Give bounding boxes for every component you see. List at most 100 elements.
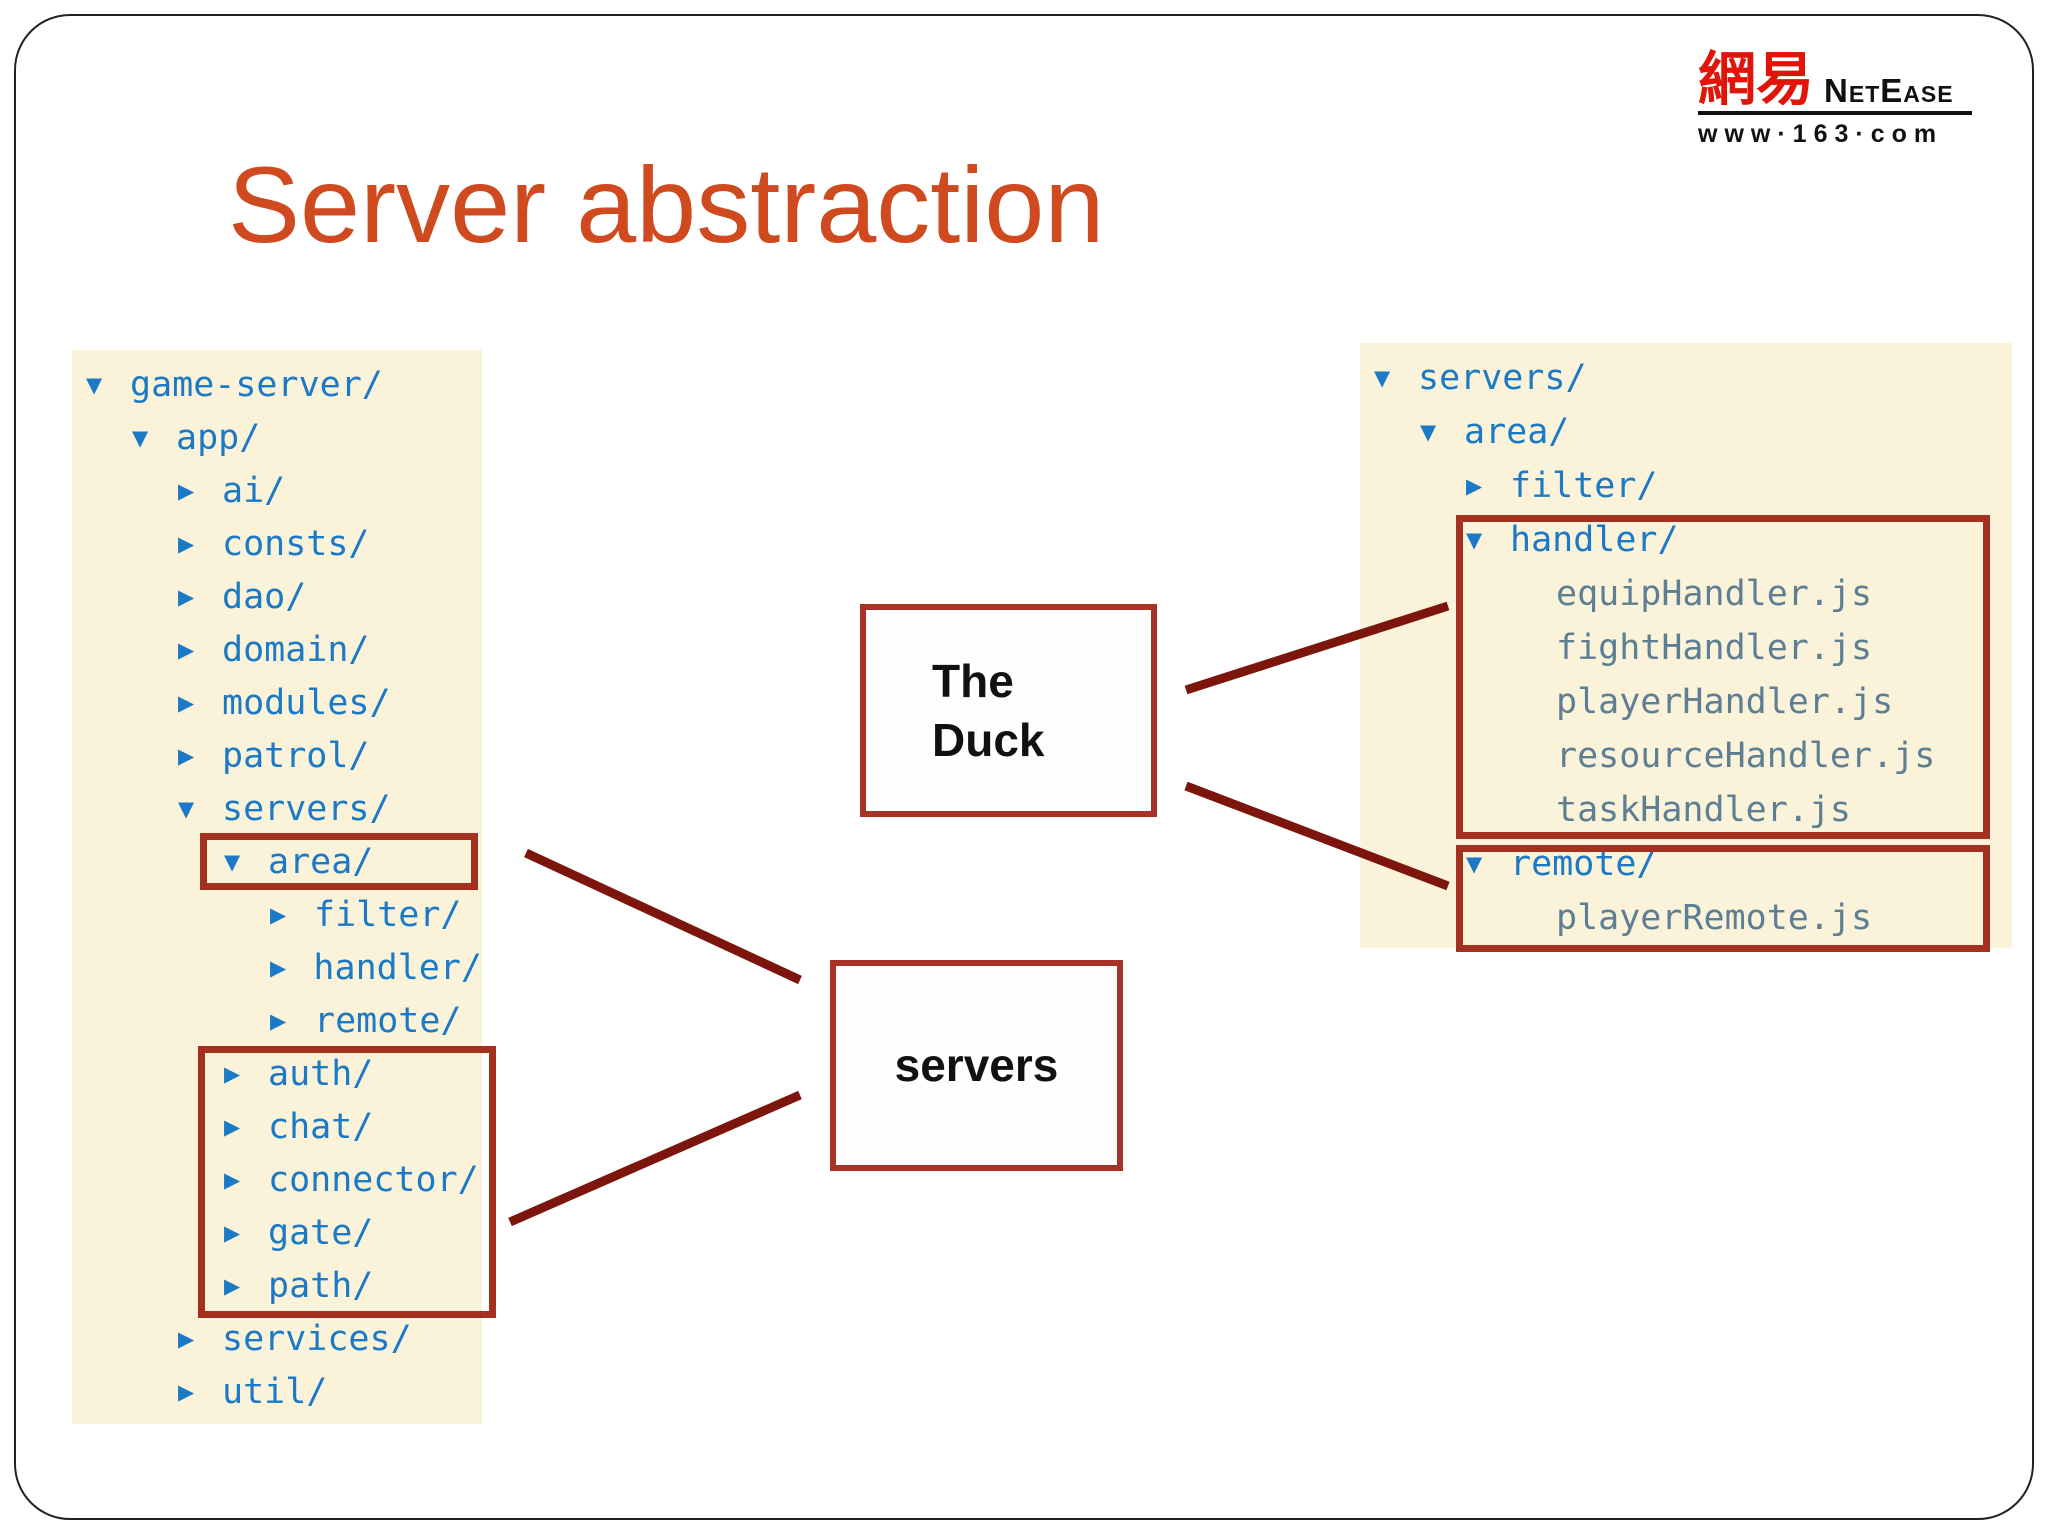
folder-name: remote/ <box>314 1000 462 1041</box>
servers-label-box: servers <box>830 960 1123 1171</box>
expanded-arrow-icon: ▼ <box>1466 528 1483 552</box>
collapsed-arrow-icon: ▶ <box>224 1167 241 1192</box>
tree-row: ▼ area/ <box>72 835 482 888</box>
right-file-tree: ▼ servers/ ▼ area/ ▶filter/ ▼ handler/equipHan… <box>1360 343 2012 948</box>
tree-row: ▶ services/ <box>72 1312 482 1365</box>
folder-name: path/ <box>268 1265 374 1306</box>
folder-name: gate/ <box>268 1212 374 1253</box>
expanded-arrow-icon: ▼ <box>1466 852 1483 876</box>
netease-brand-text: NetEase <box>1824 72 1954 110</box>
collapsed-arrow-icon: ▶ <box>178 1326 195 1351</box>
folder-name: consts/ <box>222 523 370 564</box>
folder-name: area/ <box>268 841 374 882</box>
connector-line-area-to-servers <box>524 848 802 985</box>
collapsed-arrow-icon: ▶ <box>270 1008 287 1033</box>
file-name: fightHandler.js <box>1556 628 1873 668</box>
tree-row: ▶ modules/ <box>72 676 482 729</box>
folder-name: filter/ <box>1510 466 1658 506</box>
tree-row: ▶ domain/ <box>72 623 482 676</box>
folder-name: servers/ <box>1418 358 1587 398</box>
expanded-arrow-icon: ▼ <box>1374 366 1391 390</box>
collapsed-arrow-icon: ▶ <box>224 1220 241 1245</box>
highlight-box-area <box>200 833 478 890</box>
logo-url-text: www·163·com <box>1698 120 1944 149</box>
highlight-box-auth-to-path <box>198 1046 496 1318</box>
netease-logo: 網易 NetEase www·163·com <box>1698 45 1972 149</box>
tree-row: ▶ path/ <box>72 1259 482 1312</box>
folder-name: game-server/ <box>130 364 383 405</box>
file-name: taskHandler.js <box>1556 790 1852 830</box>
folder-name: util/ <box>222 1371 328 1412</box>
collapsed-arrow-icon: ▶ <box>178 743 195 768</box>
collapsed-arrow-icon: ▶ <box>270 902 287 927</box>
tree-row: ▼ servers/ <box>72 782 482 835</box>
folder-name: auth/ <box>268 1053 374 1094</box>
file-name: playerHandler.js <box>1556 682 1894 722</box>
tree-row: ▶connector/ <box>72 1153 482 1206</box>
file-name: playerRemote.js <box>1556 898 1873 938</box>
tree-row: ▼ servers/ <box>1360 351 2012 405</box>
tree-row: taskHandler.js <box>1360 783 2012 837</box>
tree-row: ▶ util/ <box>72 1365 482 1418</box>
servers-label: servers <box>894 1039 1059 1092</box>
collapsed-arrow-icon: ▶ <box>270 955 287 980</box>
folder-name: domain/ <box>222 629 370 670</box>
expanded-arrow-icon: ▼ <box>132 425 149 450</box>
folder-name: services/ <box>222 1318 412 1359</box>
folder-name: servers/ <box>222 788 391 829</box>
folder-name: area/ <box>1464 412 1570 452</box>
folder-name: handler/ <box>313 947 482 988</box>
collapsed-arrow-icon: ▶ <box>178 531 195 556</box>
expanded-arrow-icon: ▼ <box>224 849 241 874</box>
tree-row: ▼ area/ <box>1360 405 2012 459</box>
netease-logo-top: 網易 NetEase <box>1698 45 1972 113</box>
tree-row: ▶ chat/ <box>72 1100 482 1153</box>
tree-row: ▼ app/ <box>72 411 482 464</box>
tree-row: ▶ patrol/ <box>72 729 482 782</box>
page-title: Server abstraction <box>228 144 1105 265</box>
tree-row: ▶ handler/ <box>72 941 482 994</box>
collapsed-arrow-icon: ▶ <box>224 1273 241 1298</box>
folder-name: handler/ <box>1510 520 1679 560</box>
expanded-arrow-icon: ▼ <box>1420 420 1437 444</box>
highlight-box-remote <box>1456 845 1990 952</box>
folder-name: dao/ <box>222 576 307 617</box>
highlight-box-handler <box>1456 515 1990 839</box>
collapsed-arrow-icon: ▶ <box>224 1114 241 1139</box>
tree-row: ▶ gate/ <box>72 1206 482 1259</box>
duck-label-line1: The <box>932 654 1014 707</box>
folder-name: patrol/ <box>222 735 370 776</box>
tree-row: ▶filter/ <box>1360 459 2012 513</box>
tree-row: ▼ game-server/ <box>72 358 482 411</box>
collapsed-arrow-icon: ▶ <box>178 584 195 609</box>
tree-row: ▶ dao/ <box>72 570 482 623</box>
tree-row: ▶ consts/ <box>72 517 482 570</box>
tree-row: ▶ auth/ <box>72 1047 482 1100</box>
logo-divider <box>1698 111 1972 116</box>
tree-row: equipHandler.js <box>1360 567 2012 621</box>
folder-name: app/ <box>176 417 261 458</box>
connector-line-authbox-to-servers <box>508 1090 802 1227</box>
expanded-arrow-icon: ▼ <box>178 796 195 821</box>
tree-row: playerHandler.js <box>1360 675 2012 729</box>
collapsed-arrow-icon: ▶ <box>178 1379 195 1404</box>
the-duck-label-box: The Duck <box>860 604 1157 817</box>
netease-chinese-logo: 網易 <box>1698 45 1815 113</box>
file-name: equipHandler.js <box>1556 574 1873 614</box>
tree-row: playerRemote.js <box>1360 891 2012 945</box>
tree-row: resourceHandler.js <box>1360 729 2012 783</box>
folder-name: chat/ <box>268 1106 374 1147</box>
collapsed-arrow-icon: ▶ <box>224 1061 241 1086</box>
folder-name: modules/ <box>222 682 391 723</box>
collapsed-arrow-icon: ▶ <box>178 637 195 662</box>
tree-row: fightHandler.js <box>1360 621 2012 675</box>
tree-row: ▶ai/ <box>72 464 482 517</box>
file-name: resourceHandler.js <box>1556 736 1936 776</box>
folder-name: filter/ <box>314 894 462 935</box>
duck-label-line2: Duck <box>932 713 1045 766</box>
tree-row: ▶ filter/ <box>72 888 482 941</box>
expanded-arrow-icon: ▼ <box>86 372 103 397</box>
collapsed-arrow-icon: ▶ <box>178 690 195 715</box>
tree-row: ▼ handler/ <box>1360 513 2012 567</box>
